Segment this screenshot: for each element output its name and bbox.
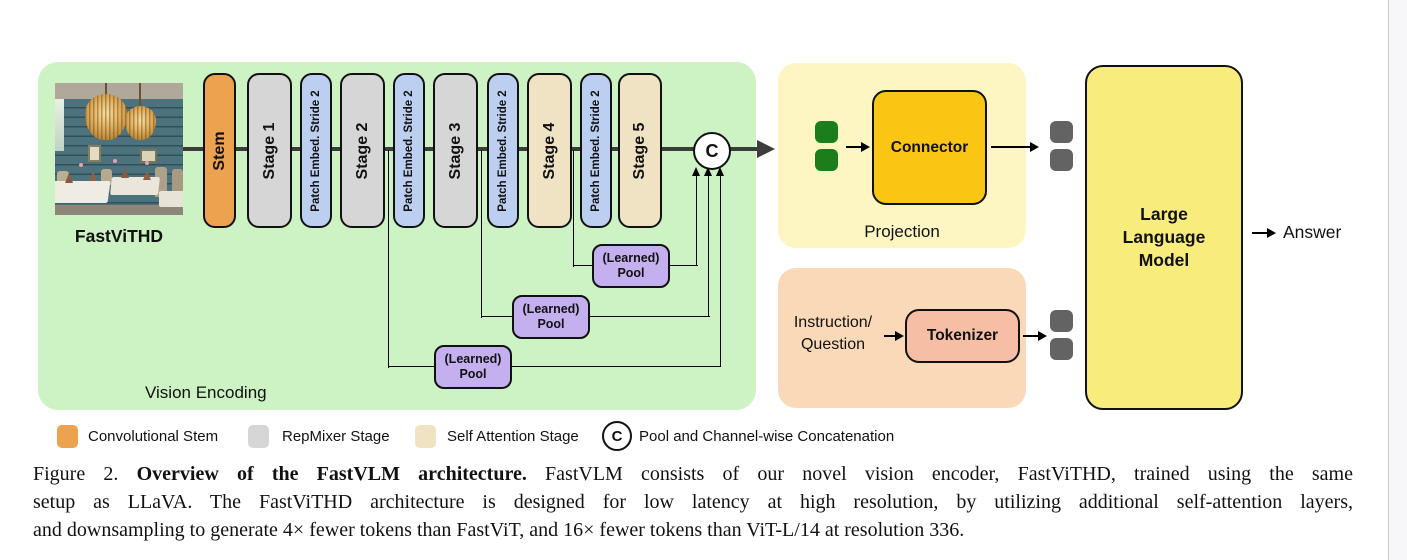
caption-figure-number: Figure 2. [33,463,137,485]
flower-3 [145,161,149,165]
block-patch-embed-4: Patch Embed. Stride 2 [580,73,612,228]
block-patch-embed-3: Patch Embed. Stride 2 [487,73,519,228]
pool-in-line-2 [481,315,514,318]
lamp-cord-2 [139,83,141,107]
flower-2 [113,159,117,163]
projected-token-icon-1 [1050,121,1073,143]
photo-window [55,99,64,151]
block-stem: Stem [203,73,236,228]
pool-drop-line-1 [572,150,575,267]
legend-swatch-conv-stem-icon [57,425,78,448]
block-stage-1: Stage 1 [247,73,292,228]
page-margin [1389,0,1407,560]
input-image-restaurant [55,83,183,215]
vision-token-icon-1 [815,121,838,143]
pool-out-line-1 [668,264,698,267]
vision-token-icon-2 [815,149,838,171]
lamp-cord-1 [105,83,107,96]
caption-line-1-rest: FastVLM consists of our novel vision enc… [526,463,1353,485]
block-stage-3: Stage 3 [433,73,478,228]
arrow-up-icon-1 [692,167,700,176]
pool-drop-line-3 [387,150,390,368]
concat-node: C [693,132,731,170]
legend-label-self-attention: Self Attention Stage [447,428,579,445]
arrow-up-icon-2 [704,167,712,176]
picture-frame-1 [88,145,101,162]
arrow-tokens-to-connector-icon [846,146,862,149]
text-token-icon-2 [1050,338,1073,360]
pool-in-line-1 [573,264,594,267]
arrow-up-icon-3 [716,167,724,176]
napkin-3 [121,169,129,178]
pool-riser-line-3 [719,176,722,367]
caption-line-1: Figure 2. Overview of the FastVLM archit… [33,460,1353,488]
learned-pool-1: (Learned) Pool [592,244,670,288]
caption-line-2: setup as LLaVA. The FastViTHD architectu… [33,491,1353,513]
legend-swatch-repmixer-icon [248,425,269,448]
learned-pool-3: (Learned) Pool [434,345,512,389]
pendant-lamp-2 [125,106,156,140]
dining-table-3 [159,191,183,207]
pool-riser-line-2 [707,176,710,317]
answer-label: Answer [1283,222,1342,242]
legend-label-repmixer: RepMixer Stage [282,428,390,445]
connector-box: Connector [872,90,987,205]
projection-label: Projection [864,222,940,241]
photo-floor [55,205,183,215]
chair-2 [101,169,112,185]
learned-pool-2: (Learned) Pool [512,295,590,339]
vision-encoding-label: Vision Encoding [145,383,267,402]
arrow-connector-out-icon [991,146,1031,149]
figure-caption: Figure 2. Overview of the FastVLM archit… [33,460,1353,544]
instruction-question-label: Instruction/ Question [793,314,873,353]
llm-label: Large Language Model [1122,204,1206,270]
llm-box: Large Language Model [1085,65,1243,410]
flower-1 [79,163,83,167]
pool-riser-line-1 [695,176,698,266]
block-stage-5: Stage 5 [618,73,662,228]
pendant-lamp-1 [85,94,127,140]
pool-out-line-3 [510,365,721,368]
text-token-icon-1 [1050,310,1073,332]
block-patch-embed-1: Patch Embed. Stride 2 [300,73,332,228]
legend-swatch-self-attention-icon [415,425,436,448]
block-patch-embed-2: Patch Embed. Stride 2 [393,73,425,228]
photo-ceiling [55,83,183,99]
arrow-llm-to-answer-icon [1252,231,1268,234]
pool-out-line-2 [588,315,710,318]
block-stage-2: Stage 2 [340,73,385,228]
projected-token-icon-2 [1050,149,1073,171]
napkin-1 [65,173,73,183]
arrow-to-projection-icon [757,139,775,158]
dining-table-1 [55,181,111,203]
dining-table-2 [110,177,160,195]
caption-line-3: and downsampling to generate 4× fewer to… [33,519,965,541]
chair-4 [172,169,183,205]
block-stage-4: Stage 4 [527,73,572,228]
input-image-label: FastViTHD [74,226,164,246]
tokenizer-box: Tokenizer [905,309,1020,363]
arrow-tokenizer-out-icon [1023,335,1039,338]
concat-to-projection-line [728,146,758,151]
napkin-4 [143,171,151,180]
page-edge-line [1388,0,1389,560]
pool-in-line-3 [388,365,436,368]
legend-label-conv-stem: Convolutional Stem [88,428,219,445]
legend-concat-circle-icon: C [602,421,632,451]
legend-label-concat: Pool and Channel-wise Concatenation [639,428,895,445]
arrow-instruction-to-tokenizer-icon [884,335,896,338]
napkin-2 [89,171,97,181]
pool-drop-line-2 [480,150,483,318]
caption-bold-title: Overview of the FastVLM architecture. [136,463,527,485]
